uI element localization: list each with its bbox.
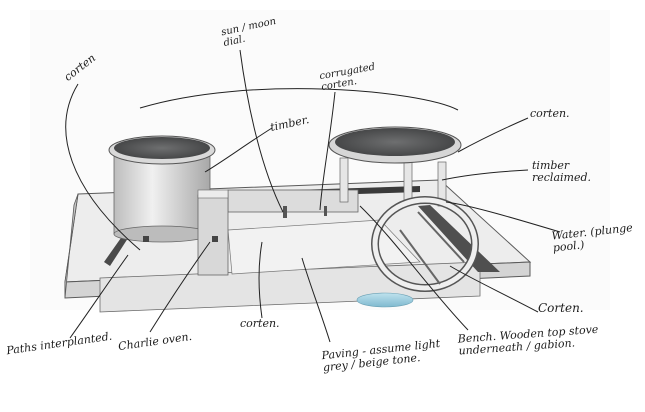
oven-block-top <box>197 189 229 199</box>
ring-bench-inner <box>372 197 478 291</box>
leader-water <box>445 201 561 233</box>
oven-block <box>197 194 229 276</box>
leader-bench <box>359 205 469 331</box>
leader-charlie-oven <box>149 241 211 333</box>
leader-corten-top-right <box>457 117 529 153</box>
label-corten-right: Corten. <box>538 301 584 315</box>
leader-corten-top-left <box>65 83 141 251</box>
leader-corrugated-corten <box>319 91 336 211</box>
oven-marker <box>212 236 218 242</box>
label-corten-bottom: corten. <box>240 317 280 330</box>
left-cylinder-lid <box>114 137 210 159</box>
leader-timber <box>204 127 273 173</box>
timber-wall <box>227 189 359 213</box>
leader-paving <box>301 257 331 343</box>
paving-area <box>227 219 421 275</box>
right-table-leg-2 <box>403 159 413 201</box>
leader-timber-reclaimed <box>441 169 529 181</box>
sun-moon-dial-post <box>283 206 287 218</box>
base-platform-left <box>64 193 79 299</box>
plunge-pool-water <box>356 292 414 308</box>
left-cylinder-body <box>113 151 211 235</box>
leader-lines <box>65 49 561 343</box>
right-table-leg-1 <box>339 157 349 203</box>
right-table-top <box>335 128 455 156</box>
corten-edge-right <box>418 205 500 272</box>
label-corten-top-right: corten. <box>530 107 570 120</box>
leader-corten-right <box>449 265 539 313</box>
leader-arc-top <box>139 88 459 111</box>
leader-corten-bottom <box>258 241 263 319</box>
wall-marker <box>324 206 327 216</box>
label-timber-reclaimed: timber reclaimed. <box>532 159 592 184</box>
ring-bench-slat-2 <box>417 211 465 263</box>
leader-paths <box>69 254 129 339</box>
path-marker <box>143 236 149 242</box>
ring-bench-slat-1 <box>399 229 441 285</box>
